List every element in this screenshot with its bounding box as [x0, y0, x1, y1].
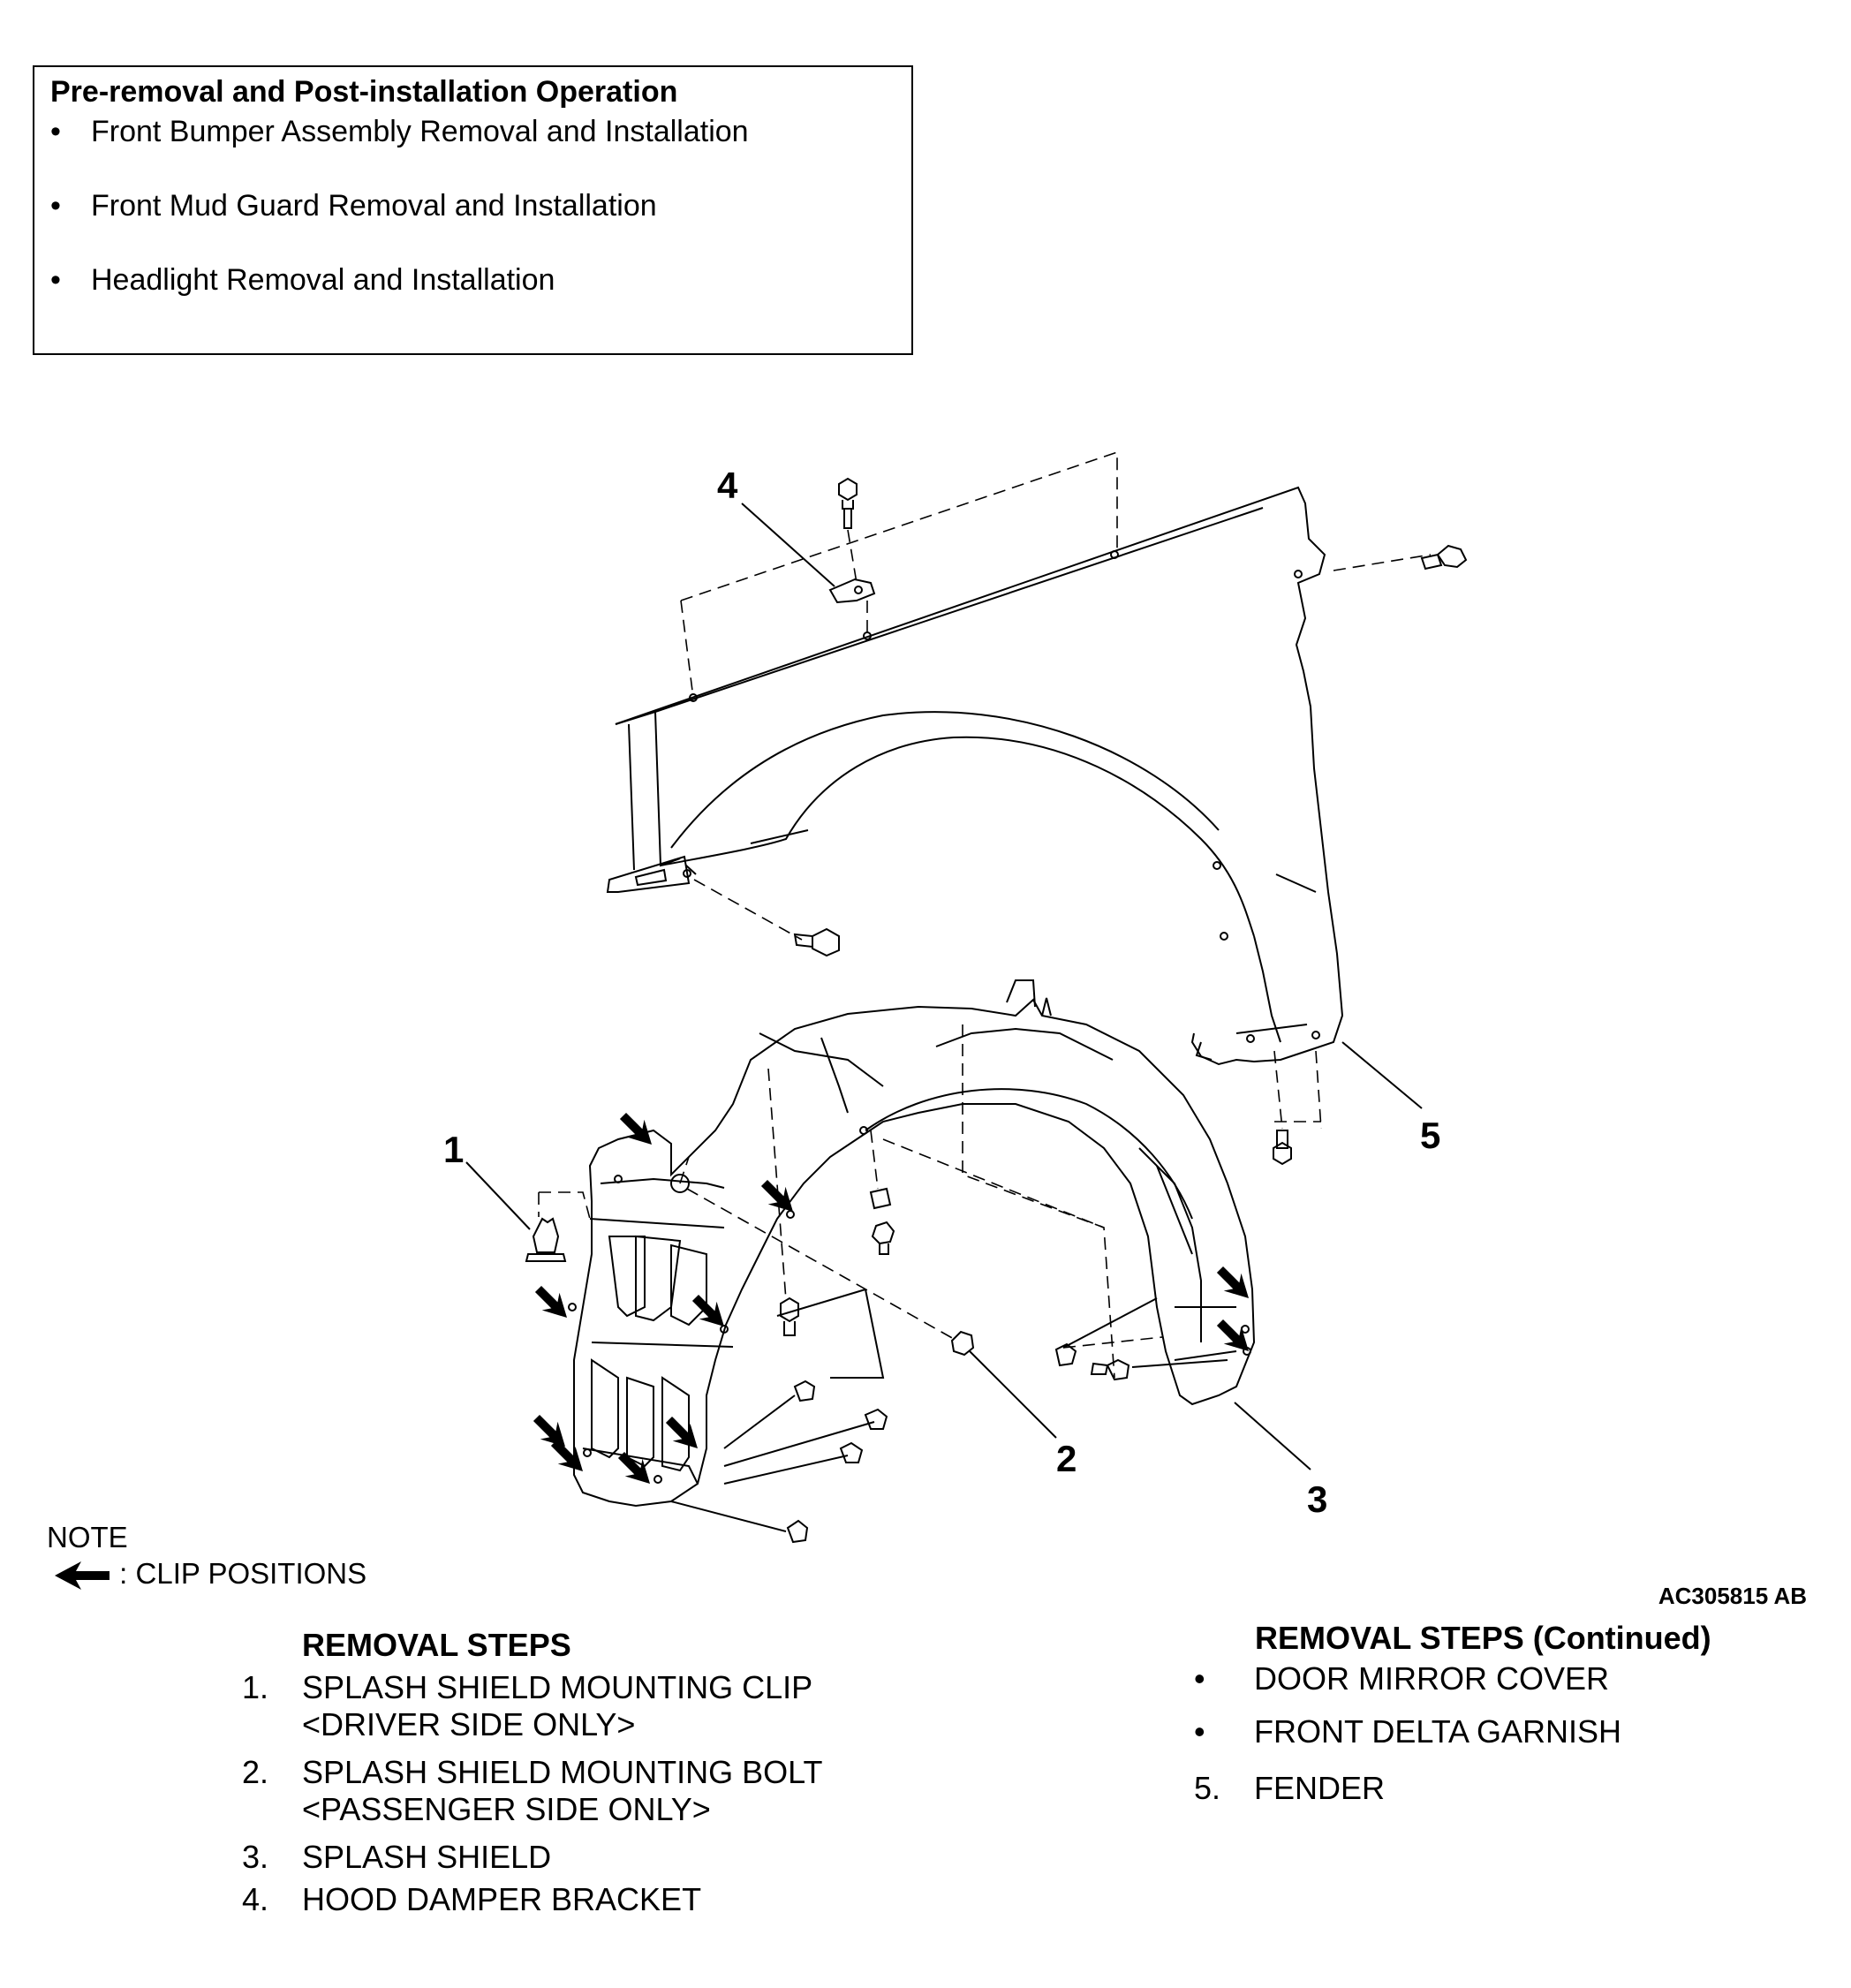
step-number: 4.: [242, 1881, 269, 1917]
step-text: FRONT DELTA GARNISH: [1254, 1713, 1622, 1750]
bullet: •: [50, 189, 61, 223]
fender-panel: [606, 486, 1344, 1066]
note-legend: : CLIP POSITIONS: [53, 1557, 366, 1591]
step-text: FENDER: [1254, 1770, 1386, 1806]
step-number: •: [1194, 1660, 1205, 1697]
removal-step: 2. SPLASH SHIELD MOUNTING BOLT <PASSENGER…: [242, 1754, 822, 1828]
step-text: SPLASH SHIELD: [302, 1839, 552, 1875]
clip-position-arrows: [527, 1107, 1258, 1493]
pre-operation-item-text: Headlight Removal and Installation: [91, 263, 555, 297]
pre-operation-item: • Headlight Removal and Installation: [50, 263, 555, 298]
removal-step: 3. SPLASH SHIELD: [242, 1839, 551, 1876]
hood-damper-bracket: [828, 578, 876, 604]
pre-operation-title: Pre-removal and Post-installation Operat…: [50, 75, 678, 109]
reference-code: AC305815 AB: [1658, 1583, 1807, 1609]
step-subtext: <PASSENGER SIDE ONLY>: [302, 1791, 711, 1827]
step-number: 5.: [1194, 1770, 1221, 1806]
callout-number: 2: [1056, 1438, 1077, 1479]
callout-number: 1: [443, 1129, 464, 1170]
bullet: •: [50, 263, 61, 297]
note-legend-text: : CLIP POSITIONS: [119, 1557, 367, 1590]
removal-step: • FRONT DELTA GARNISH: [1194, 1713, 1621, 1750]
step-number: •: [1194, 1713, 1205, 1750]
removal-step: 4. HOOD DAMPER BRACKET: [242, 1881, 701, 1918]
step-number: 2.: [242, 1754, 269, 1790]
step-number: 1.: [242, 1669, 269, 1705]
pre-operation-item: • Front Bumper Assembly Removal and Insta…: [50, 115, 749, 149]
pre-operation-box: [33, 65, 913, 355]
pre-operation-item: • Front Mud Guard Removal and Installatio…: [50, 189, 657, 223]
step-text: SPLASH SHIELD MOUNTING CLIP: [302, 1669, 813, 1705]
step-text: HOOD DAMPER BRACKET: [302, 1881, 702, 1917]
callout-number: 4: [717, 465, 738, 506]
bullet: •: [50, 115, 61, 148]
note-label: NOTE: [47, 1521, 128, 1553]
removal-steps-title: REMOVAL STEPS: [302, 1627, 571, 1663]
callout-number: 5: [1420, 1115, 1440, 1156]
pre-operation-item-text: Front Bumper Assembly Removal and Instal…: [91, 115, 749, 148]
step-number: 3.: [242, 1839, 269, 1875]
pre-operation-item-text: Front Mud Guard Removal and Installation: [91, 189, 657, 223]
removal-step: 5. FENDER: [1194, 1770, 1385, 1807]
removal-step: 1. SPLASH SHIELD MOUNTING CLIP <DRIVER SI…: [242, 1669, 812, 1743]
step-text: DOOR MIRROR COVER: [1254, 1660, 1610, 1697]
splash-shield: [568, 979, 1256, 1508]
clip-arrow-icon: [55, 1561, 110, 1591]
removal-steps-continued-title: REMOVAL STEPS (Continued): [1255, 1620, 1711, 1656]
step-text: SPLASH SHIELD MOUNTING BOLT: [302, 1754, 823, 1790]
step-subtext: <DRIVER SIDE ONLY>: [302, 1706, 636, 1742]
callout-number: 3: [1307, 1478, 1327, 1520]
fasteners: [525, 477, 1468, 1544]
removal-step: • DOOR MIRROR COVER: [1194, 1660, 1609, 1697]
